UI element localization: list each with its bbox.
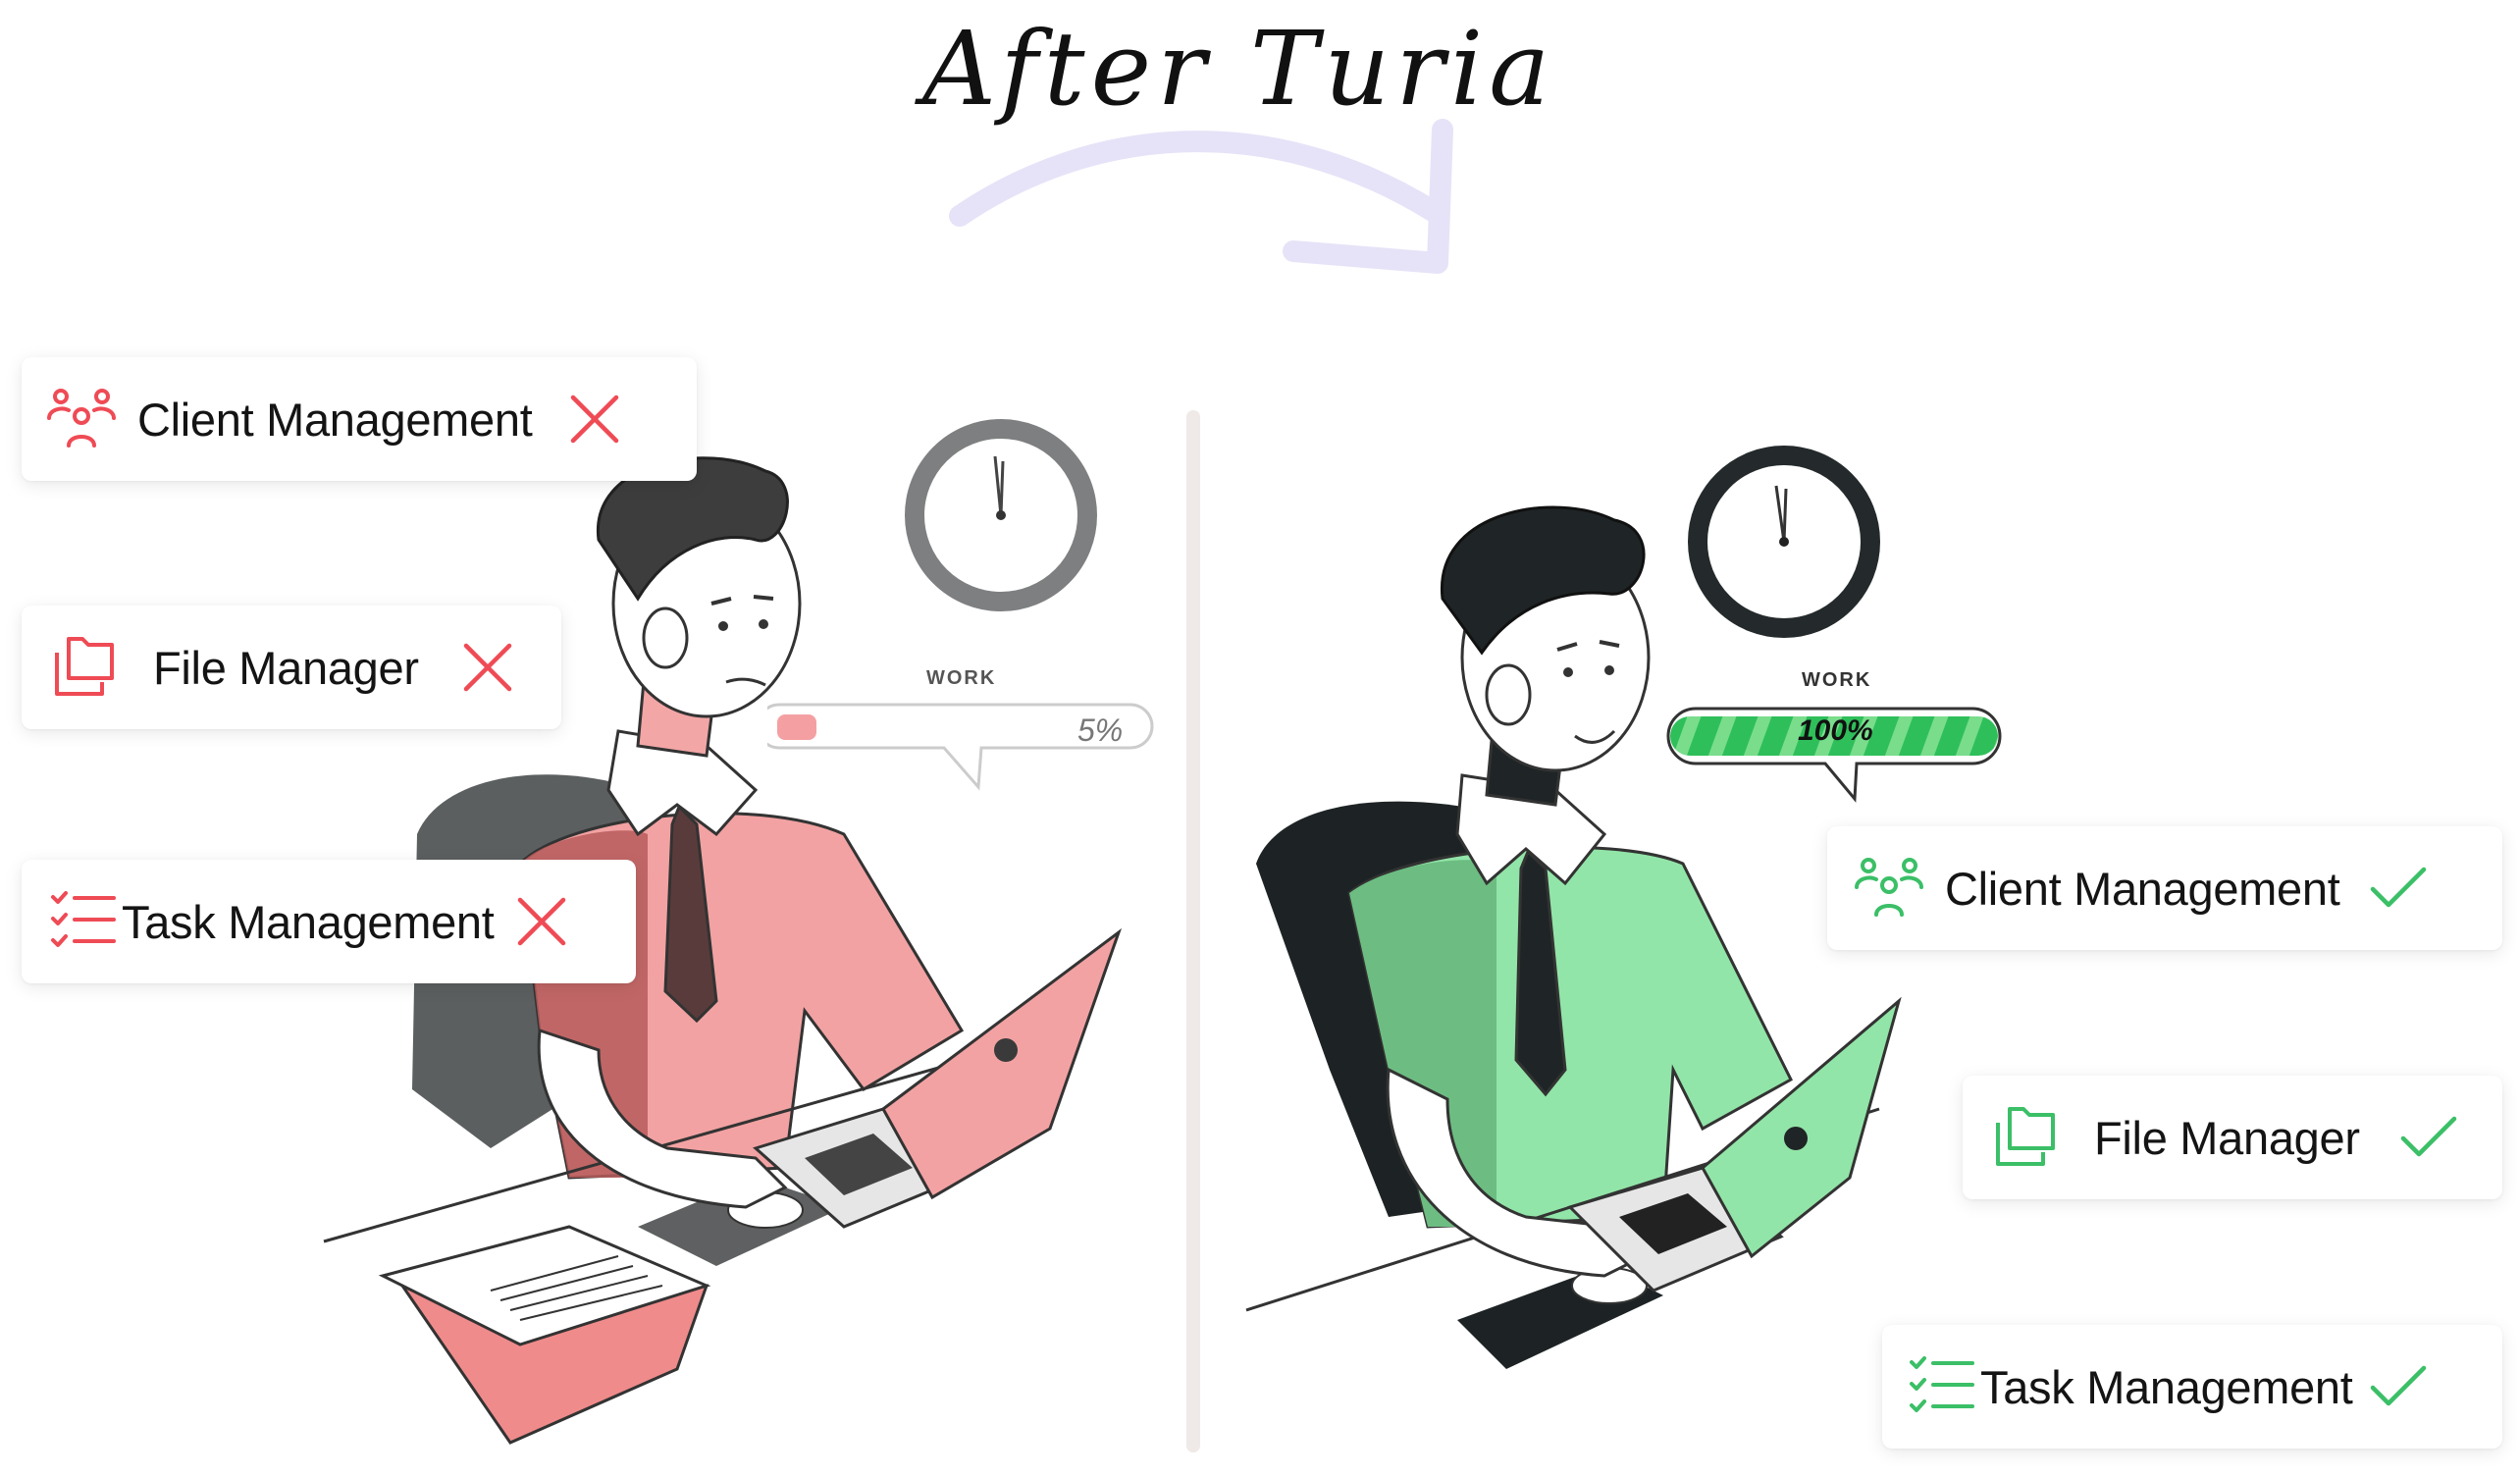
- card-label: Task Management: [1980, 1360, 2353, 1413]
- card-label: Task Management: [122, 895, 495, 948]
- feature-card-file-manager: File Manager: [1963, 1076, 2502, 1199]
- work-progress-bubble: [1666, 707, 2002, 803]
- check-icon: [2371, 867, 2427, 908]
- checklist-icon: [1910, 1356, 1974, 1412]
- card-label: Client Management: [1945, 862, 2340, 915]
- clock-icon: [1688, 446, 1880, 638]
- feature-card-task-management: Task Management: [1882, 1325, 2502, 1449]
- work-label: WORK: [1802, 669, 1872, 691]
- feature-card-file-manager: File Manager: [22, 606, 561, 729]
- progress-percent: 5%: [1077, 712, 1124, 748]
- page-title: After Turia: [922, 9, 1556, 129]
- card-label: File Manager: [2094, 1111, 2360, 1164]
- work-label: WORK: [926, 667, 997, 689]
- cross-icon: [517, 897, 565, 946]
- divider: [1186, 410, 1200, 1452]
- progress-percent: 100%: [1798, 714, 1873, 747]
- feature-card-task-management: Task Management: [22, 860, 636, 983]
- happy-worker-illustration: [1245, 446, 1902, 1369]
- curved-arrow-icon: [949, 119, 1453, 274]
- card-label: File Manager: [153, 641, 419, 694]
- folders-icon: [55, 637, 114, 696]
- checklist-icon: [51, 891, 116, 947]
- cross-icon: [463, 643, 511, 692]
- card-label: Client Management: [137, 393, 533, 446]
- check-icon: [2400, 1116, 2456, 1157]
- check-icon: [2370, 1365, 2426, 1406]
- feature-card-client-management: Client Management: [1827, 826, 2502, 950]
- cross-icon: [571, 395, 619, 444]
- clock-icon: [905, 419, 1097, 611]
- feature-card-client-management: Client Management: [22, 357, 697, 481]
- users-icon: [47, 389, 116, 448]
- folders-icon: [1996, 1107, 2055, 1166]
- users-icon: [1855, 858, 1923, 917]
- work-progress-bubble: [767, 703, 1154, 791]
